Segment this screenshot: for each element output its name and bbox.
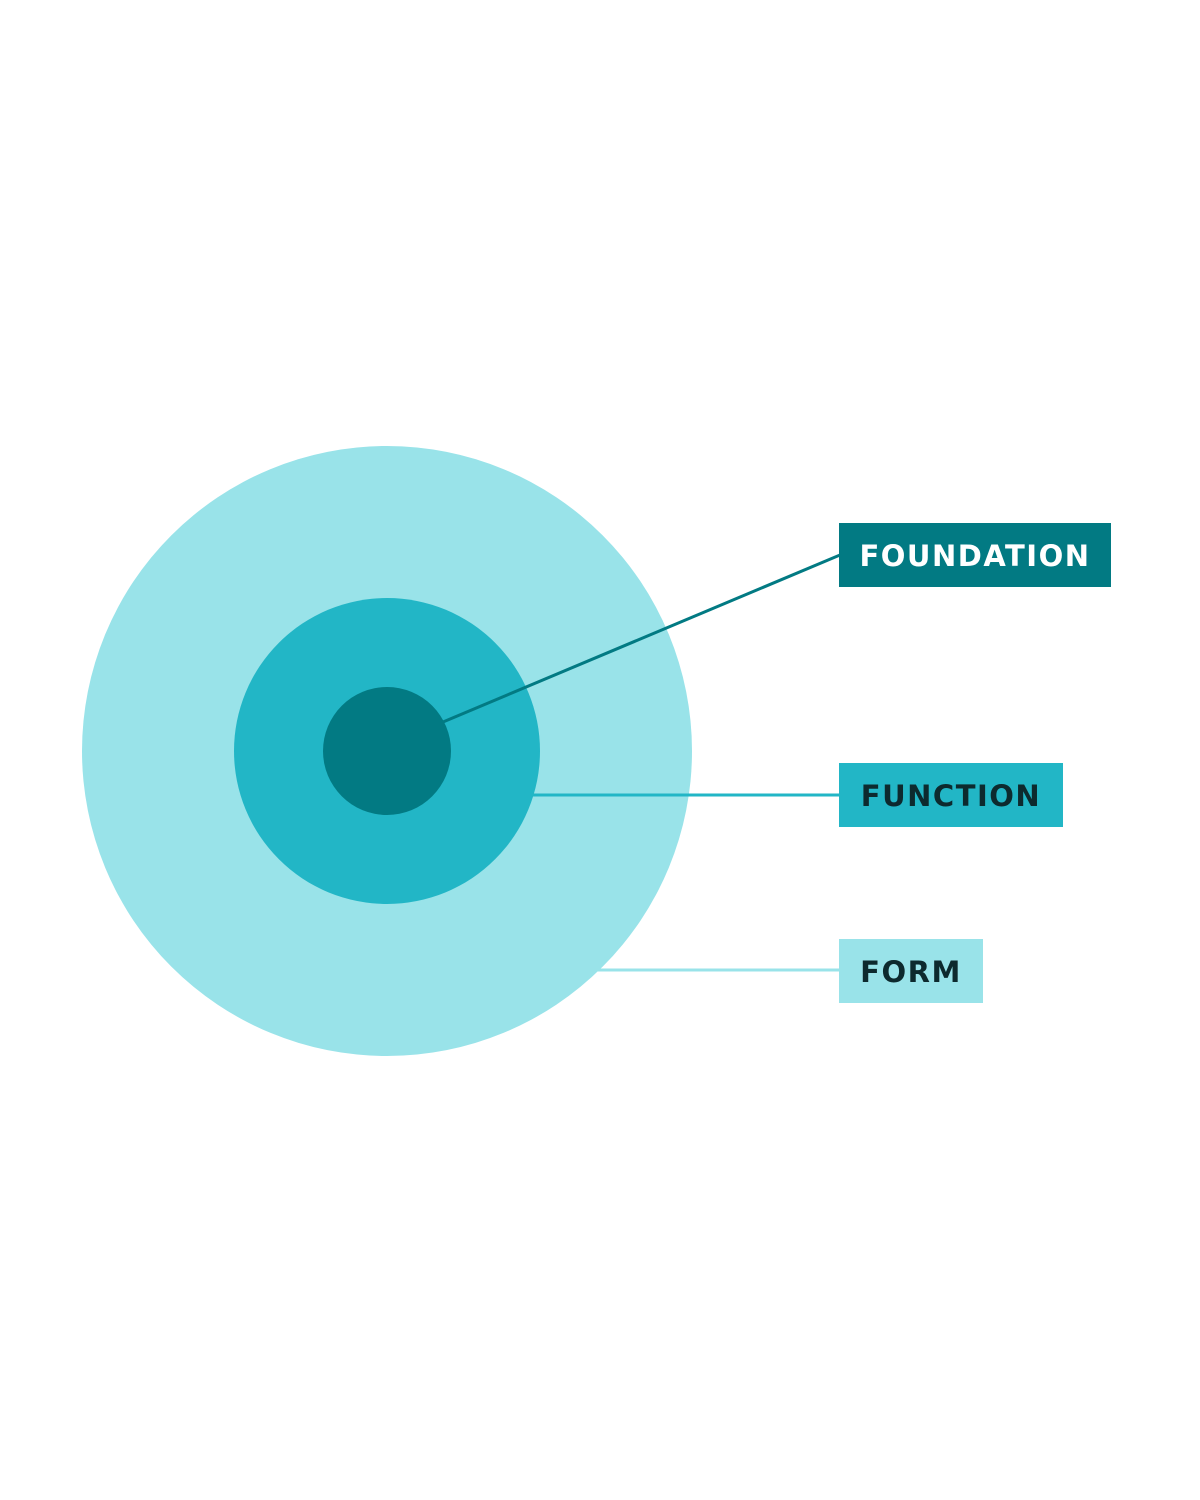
foundation-label-box (839, 523, 1111, 587)
foundation-leader-line (442, 553, 841, 724)
function-label-text: FUNCTION (861, 779, 1041, 813)
inner-ring-foundation (323, 687, 451, 815)
function-label-box (839, 763, 1063, 827)
foundation-label-text: FOUNDATION (859, 539, 1090, 573)
form-label: FORM (839, 939, 983, 1003)
foundation-label: FOUNDATION (839, 523, 1111, 587)
form-label-text: FORM (860, 955, 962, 989)
form-label-box (839, 939, 983, 1003)
function-label: FUNCTION (839, 763, 1063, 827)
